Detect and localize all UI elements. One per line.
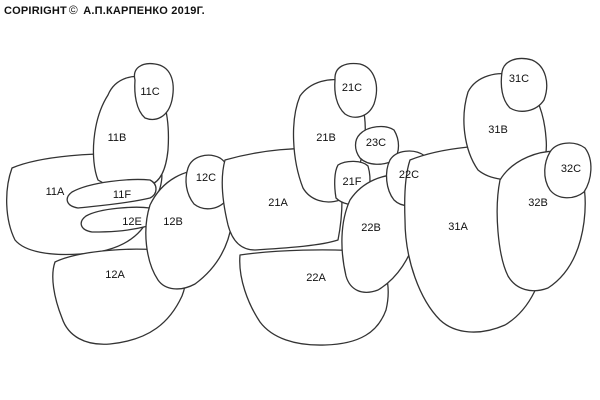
seat-21-22 bbox=[221, 62, 433, 346]
label-21A: 21A bbox=[268, 197, 288, 209]
label-12C: 12C bbox=[196, 172, 216, 184]
label-22A: 22A bbox=[306, 272, 326, 284]
label-12A: 12A bbox=[105, 269, 125, 281]
label-11F: 11F bbox=[113, 189, 131, 201]
part-labels: 11C 11B 11A 11F 12E 12C 12B 12A 21C 21B … bbox=[46, 73, 582, 284]
label-22C: 22C bbox=[399, 169, 419, 181]
label-22B: 22B bbox=[361, 222, 381, 234]
headrest-31C bbox=[500, 57, 548, 112]
seat-12 bbox=[52, 154, 234, 345]
label-11B: 11B bbox=[108, 132, 127, 144]
label-23C: 23C bbox=[366, 137, 386, 149]
cushion-12A bbox=[52, 248, 187, 345]
label-21C: 21C bbox=[342, 82, 362, 94]
copyright-notice: COPIRIGHT© А.П.КАРПЕНКО 2019Г. bbox=[4, 3, 205, 17]
label-31A: 31A bbox=[448, 221, 468, 233]
label-21B: 21B bbox=[316, 132, 336, 144]
label-11C: 11C bbox=[140, 86, 159, 98]
headrest-21C bbox=[334, 62, 378, 118]
armrest-11F bbox=[66, 178, 157, 209]
copyright-text: А.П.КАРПЕНКО 2019Г. bbox=[83, 5, 205, 17]
label-32B: 32B bbox=[528, 197, 548, 209]
label-32C: 32C bbox=[561, 163, 581, 175]
seat-31-32 bbox=[404, 57, 592, 333]
headrest-32C bbox=[544, 142, 592, 199]
label-12E: 12E bbox=[122, 216, 142, 228]
label-31B: 31B bbox=[488, 124, 508, 136]
copyright-prefix: COPIRIGHT bbox=[4, 5, 67, 17]
label-12B: 12B bbox=[163, 216, 183, 228]
label-31C: 31C bbox=[509, 73, 529, 85]
headrest-11C bbox=[133, 62, 174, 121]
label-21F: 21F bbox=[343, 176, 362, 188]
seat-11 bbox=[6, 62, 174, 256]
copyright-symbol: © bbox=[68, 3, 78, 17]
label-11A: 11A bbox=[46, 186, 65, 198]
